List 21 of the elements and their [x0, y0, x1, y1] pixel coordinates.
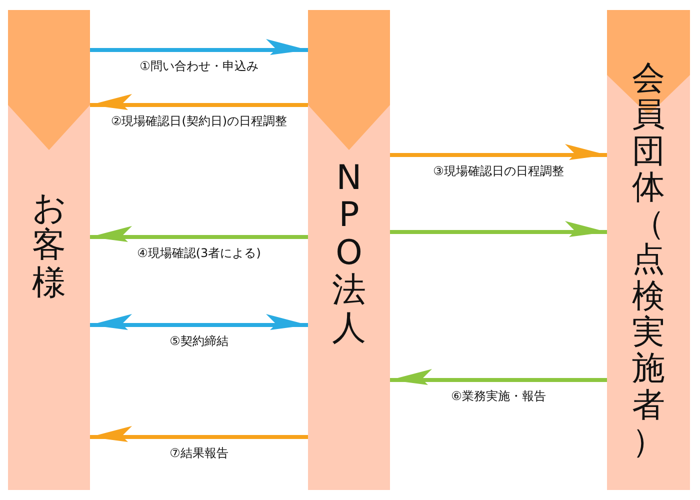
arrow: [390, 144, 607, 160]
arrow: [90, 226, 308, 242]
arrow: [390, 221, 607, 237]
arrow: [90, 39, 308, 55]
column-label: 会員団体（点検実施者）: [632, 60, 665, 460]
arrow: [90, 94, 308, 110]
column-label: NPO法人: [332, 160, 366, 347]
edge-label: ⑤契約締結: [168, 333, 230, 350]
edge-label: ⑥業務実施・報告: [449, 388, 548, 405]
arrow: [90, 314, 308, 330]
edge-label: ②現場確認日(契約日)の日程調整: [108, 113, 290, 130]
column-label: お客様: [32, 190, 66, 302]
column-box: [607, 10, 690, 490]
arrow: [390, 369, 607, 385]
edge-label: ④現場確認(3者による): [135, 245, 263, 262]
column-box: [308, 10, 390, 490]
edge-label: ①問い合わせ・申込み: [138, 58, 260, 75]
column-box: [8, 10, 90, 490]
arrow: [90, 426, 308, 442]
edge-label: ⑦結果報告: [168, 445, 230, 462]
edge-label: ③現場確認日の日程調整: [431, 163, 566, 180]
